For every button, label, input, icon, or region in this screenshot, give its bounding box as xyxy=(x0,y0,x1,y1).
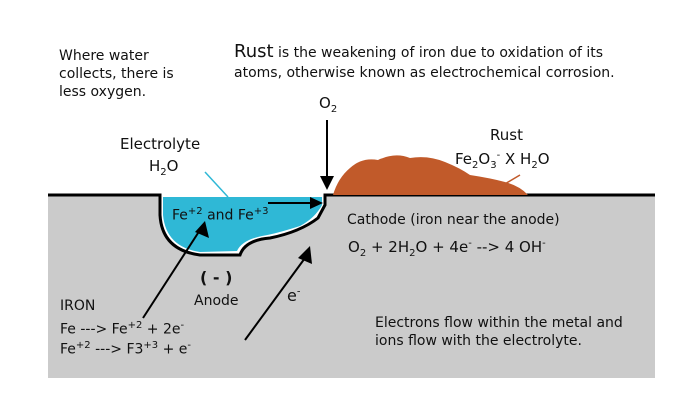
water-oxygen-note: Where water collects, there is less oxyg… xyxy=(59,48,174,100)
anode-electron-arrowhead xyxy=(195,221,209,238)
rust-deposit xyxy=(333,155,528,195)
rust-formula: Fe2O3- X H2O xyxy=(455,150,550,171)
iron-equation-2: Fe+2 ---> F3+3 + e- xyxy=(60,340,192,358)
rust-pointer xyxy=(497,174,521,189)
electrolyte-pointer xyxy=(204,171,229,198)
electrolyte-water xyxy=(163,197,322,252)
cathode-label: Cathode (iron near the anode) xyxy=(347,212,560,228)
rust-title: Rust xyxy=(490,126,523,144)
electrolyte-formula: H2O xyxy=(149,157,179,178)
surface-line xyxy=(48,193,655,257)
anode-electron-arrow xyxy=(142,229,201,319)
iron-label: IRON xyxy=(60,298,96,314)
cathode-electron-arrow xyxy=(244,257,306,341)
rust-definition-text: is the weakening of iron due to oxidatio… xyxy=(234,45,615,81)
electron-label: e- xyxy=(287,286,301,305)
anode-label: Anode xyxy=(194,293,239,309)
cathode-electron-arrowhead xyxy=(298,246,312,264)
iron-equation-1: Fe ---> Fe+2 + 2e- xyxy=(60,320,185,338)
rust-definition: Rust is the weakening of iron due to oxi… xyxy=(234,42,654,83)
rust-word: Rust xyxy=(234,41,274,62)
ion-label: Fe+2 and Fe+3 xyxy=(172,206,269,224)
iron-block xyxy=(48,195,655,378)
cathode-equation: O2 + 2H2O + 4e- --> 4 OH- xyxy=(348,238,546,259)
oxygen-label: O2 xyxy=(319,94,338,115)
flow-note: Electrons flow within the metal and ions… xyxy=(375,315,623,349)
anode-sign: ( - ) xyxy=(200,268,233,287)
oxygen-arrowhead xyxy=(320,176,334,190)
ion-flow-arrowhead xyxy=(310,197,323,209)
electrolyte-label: Electrolyte xyxy=(120,135,201,153)
